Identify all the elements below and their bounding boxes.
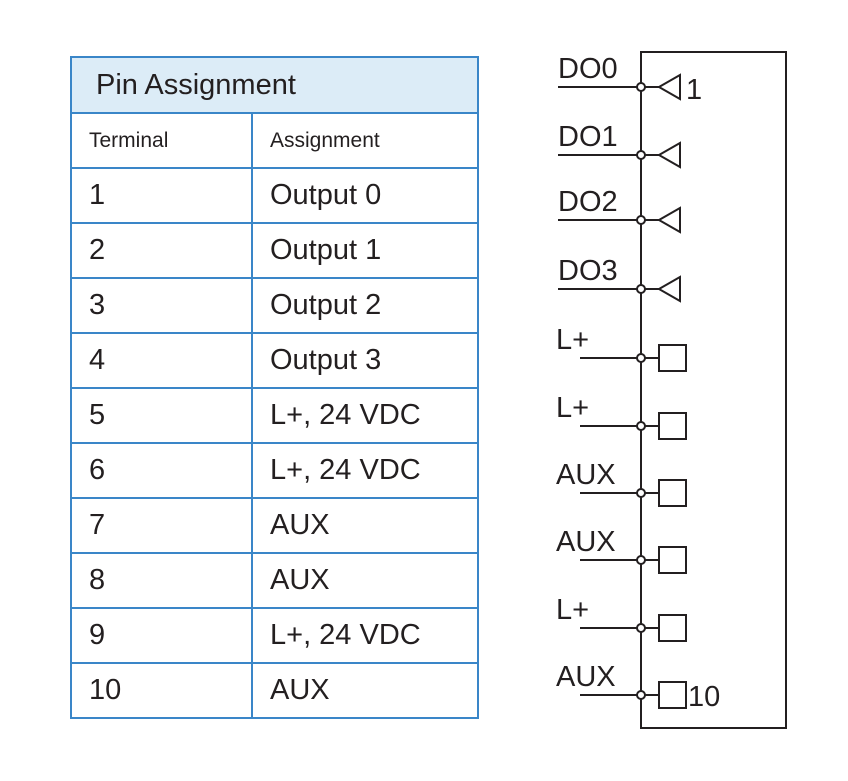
- assignment-cell: L+, 24 VDC: [251, 387, 479, 444]
- assignment-cell: L+, 24 VDC: [251, 607, 479, 664]
- first-pin-number: 1: [686, 74, 702, 106]
- pin-node-circle: [636, 353, 646, 363]
- terminal-cell: 1: [70, 167, 253, 224]
- assignment-cell: AUX: [251, 662, 479, 719]
- assignment-cell: AUX: [251, 552, 479, 609]
- terminal-square-icon: [658, 546, 687, 574]
- pin-node-circle: [636, 284, 646, 294]
- terminal-cell: 6: [70, 442, 253, 499]
- output-triangle-icon: [656, 141, 681, 169]
- column-header-terminal: Terminal: [70, 112, 253, 169]
- pin-node-circle: [636, 215, 646, 225]
- terminal-cell: 5: [70, 387, 253, 444]
- last-pin-number: 10: [688, 681, 720, 713]
- assignment-cell: Output 3: [251, 332, 479, 389]
- pin-label: L+: [556, 392, 589, 424]
- terminal-cell: 8: [70, 552, 253, 609]
- pin-label: DO0: [558, 53, 618, 85]
- terminal-cell: 3: [70, 277, 253, 334]
- pin-label: DO2: [558, 186, 618, 218]
- pin-node-circle: [636, 623, 646, 633]
- assignment-cell: Output 2: [251, 277, 479, 334]
- terminal-square-icon: [658, 614, 687, 642]
- pin-node-circle: [636, 421, 646, 431]
- pin-node-circle: [636, 150, 646, 160]
- assignment-cell: L+, 24 VDC: [251, 442, 479, 499]
- pin-label: DO3: [558, 255, 618, 287]
- terminal-square-icon: [658, 412, 687, 440]
- terminal-square-icon: [658, 681, 687, 709]
- output-triangle-icon: [656, 275, 681, 303]
- pin-label: AUX: [556, 526, 616, 558]
- assignment-cell: Output 0: [251, 167, 479, 224]
- output-triangle-icon: [656, 206, 681, 234]
- pin-label: L+: [556, 594, 589, 626]
- column-header-assignment: Assignment: [251, 112, 479, 169]
- terminal-cell: 10: [70, 662, 253, 719]
- pin-node-circle: [636, 690, 646, 700]
- pin-label: AUX: [556, 661, 616, 693]
- output-triangle-icon: [656, 73, 681, 101]
- pin-node-circle: [636, 555, 646, 565]
- assignment-cell: AUX: [251, 497, 479, 554]
- terminal-cell: 9: [70, 607, 253, 664]
- terminal-cell: 4: [70, 332, 253, 389]
- terminal-square-icon: [658, 344, 687, 372]
- terminal-cell: 2: [70, 222, 253, 279]
- assignment-cell: Output 1: [251, 222, 479, 279]
- terminal-block-outline: [640, 51, 787, 729]
- terminal-cell: 7: [70, 497, 253, 554]
- pin-label: L+: [556, 324, 589, 356]
- terminal-square-icon: [658, 479, 687, 507]
- table-title: Pin Assignment: [70, 56, 479, 114]
- pin-node-circle: [636, 488, 646, 498]
- pin-label: DO1: [558, 121, 618, 153]
- pin-label: AUX: [556, 459, 616, 491]
- pin-node-circle: [636, 82, 646, 92]
